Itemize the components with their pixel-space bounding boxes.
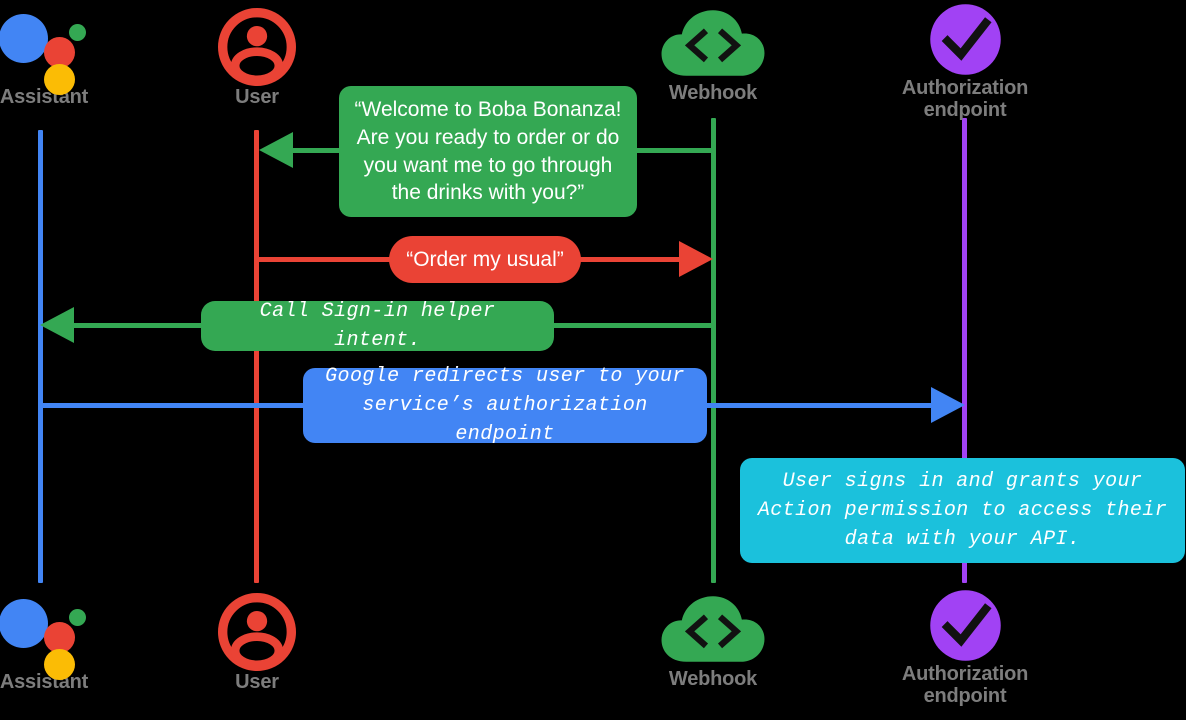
actor-auth-bottom: Authorization endpoint	[865, 588, 1065, 708]
actor-user-bottom: User	[157, 593, 357, 693]
lifeline-assistant	[38, 130, 43, 583]
actor-auth-top: Authorization endpoint	[865, 2, 1065, 122]
assistant-green-dot	[69, 24, 86, 41]
assistant-blue-dot	[0, 14, 48, 63]
actor-label-assistant: Assistant	[0, 671, 89, 693]
user-avatar-icon	[218, 8, 296, 86]
message-bubble-order: “Order my usual”	[389, 236, 581, 283]
assistant-yellow-dot	[44, 64, 75, 95]
arrow-head-signin	[40, 307, 74, 343]
actor-user-top: User	[157, 8, 357, 108]
lifeline-webhook	[711, 118, 716, 583]
assistant-red-dot	[44, 622, 75, 653]
arrow-head-order	[679, 241, 713, 277]
actor-label-auth: Authorization endpoint	[901, 663, 1029, 708]
arrow-head-welcome	[259, 132, 293, 168]
google-assistant-icon	[0, 8, 89, 95]
google-assistant-icon	[0, 593, 89, 680]
message-bubble-redirect: Google redirects user to your service’s …	[303, 365, 707, 446]
arrow-head-redirect	[931, 387, 965, 423]
assistant-blue-dot	[0, 599, 48, 648]
cloud-code-icon	[658, 4, 768, 82]
actor-label-user: User	[235, 671, 279, 693]
assistant-yellow-dot	[44, 649, 75, 680]
lifeline-user	[254, 130, 259, 583]
message-bubble-welcome: “Welcome to Boba Bonanza! Are you ready …	[339, 86, 637, 217]
actor-webhook-bottom: Webhook	[613, 590, 813, 690]
message-bubble-signin: Call Sign-in helper intent.	[201, 300, 554, 352]
purple-check-circle-icon	[928, 2, 1003, 77]
actor-label-auth: Authorization endpoint	[901, 77, 1029, 122]
user-avatar-icon	[218, 593, 296, 671]
actor-label-webhook: Webhook	[668, 668, 758, 690]
actor-assistant-top: Assistant	[0, 8, 144, 108]
actor-label-assistant: Assistant	[0, 86, 89, 108]
actor-assistant-bottom: Assistant	[0, 593, 144, 693]
assistant-red-dot	[44, 37, 75, 68]
cloud-code-icon	[658, 590, 768, 668]
actor-label-user: User	[235, 86, 279, 108]
assistant-green-dot	[69, 609, 86, 626]
message-bubble-grant: User signs in and grants your Action per…	[740, 458, 1185, 563]
actor-label-webhook: Webhook	[668, 82, 758, 104]
purple-check-circle-icon	[928, 588, 1003, 663]
actor-webhook-top: Webhook	[613, 4, 813, 104]
lifeline-auth	[962, 118, 967, 583]
